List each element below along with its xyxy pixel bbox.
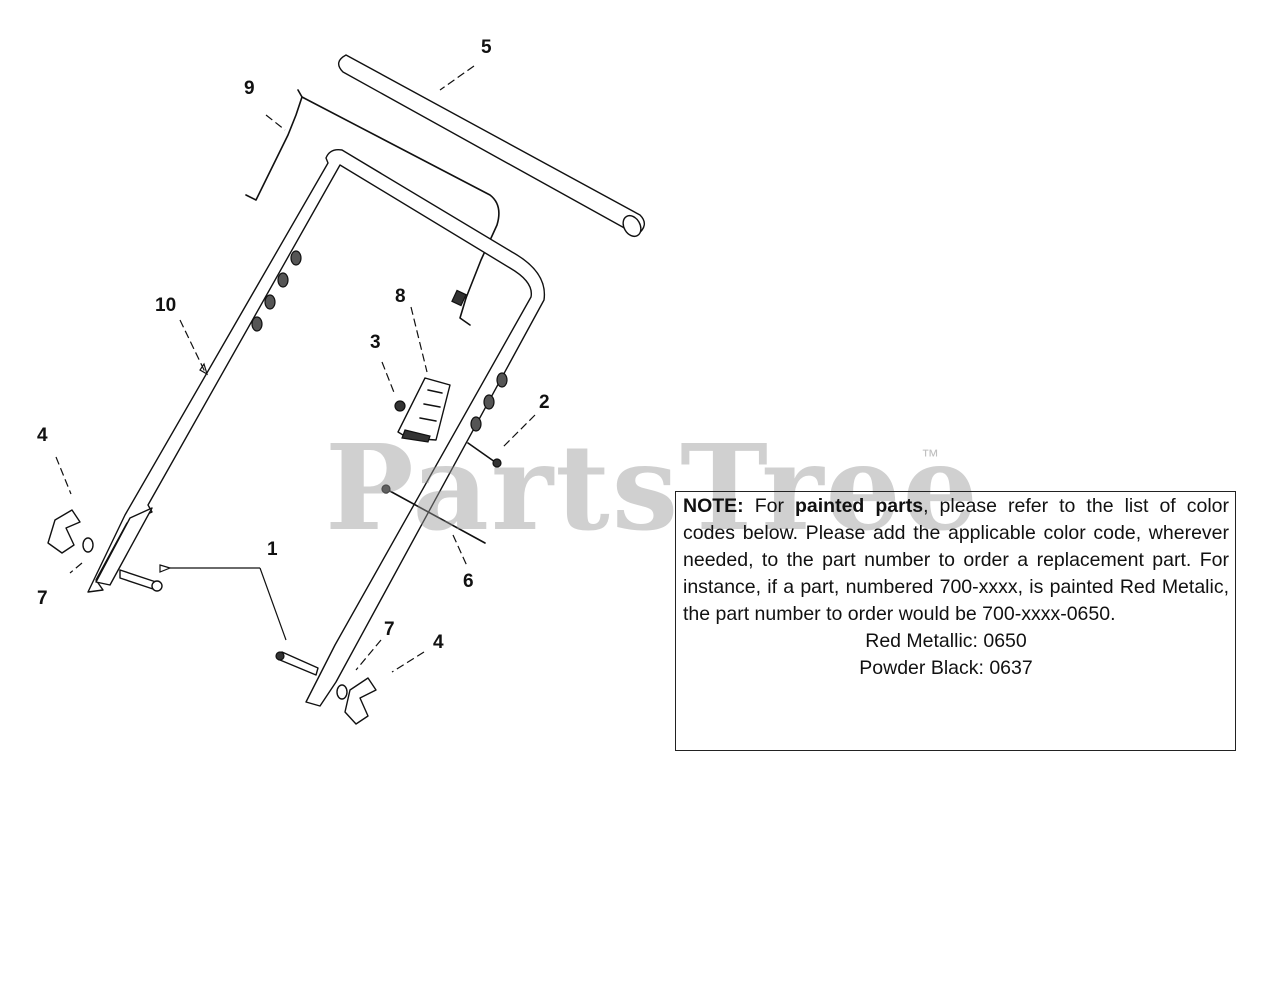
callout-10: 10 <box>155 295 176 316</box>
callout-3: 3 <box>370 332 381 353</box>
part-8-bracket <box>397 377 451 443</box>
part-4-knobs <box>47 509 377 725</box>
callout-numbers: 5 9 10 8 3 2 4 1 6 7 7 4 <box>37 37 550 653</box>
note-emphasis: painted parts <box>795 495 924 517</box>
part-5-handle-tube <box>338 54 645 238</box>
callout-9: 9 <box>244 78 255 99</box>
part-9-bail <box>245 89 500 326</box>
note-text-body: , please refer to the list of color code… <box>683 495 1230 625</box>
part-10-handle-frame <box>87 148 546 707</box>
part-2-bolt <box>467 442 502 468</box>
callout-1: 1 <box>267 539 278 560</box>
part-3-nut <box>394 400 406 412</box>
leader-lines <box>55 65 536 673</box>
callout-7-right: 7 <box>384 619 395 640</box>
callout-8: 8 <box>395 286 406 307</box>
callout-2: 2 <box>539 392 550 413</box>
callout-7-left: 7 <box>37 588 48 609</box>
color-code-red-metallic: Red Metallic: 0650 <box>865 630 1027 652</box>
color-code-powder-black: Powder Black: 0637 <box>859 657 1033 679</box>
part-7-washers <box>82 537 348 700</box>
note-text-lead: For <box>743 495 795 517</box>
callout-4-left: 4 <box>37 425 48 446</box>
note-label: NOTE: <box>683 495 744 517</box>
callout-4-right: 4 <box>433 632 444 653</box>
part-6-rod <box>381 484 486 544</box>
callout-5: 5 <box>481 37 492 58</box>
painted-parts-note: NOTE: For painted parts, please refer to… <box>675 491 1236 751</box>
part-1-bolts <box>119 569 319 676</box>
callout-6: 6 <box>463 571 474 592</box>
note-paragraph: NOTE: For painted parts, please refer to… <box>683 493 1229 628</box>
